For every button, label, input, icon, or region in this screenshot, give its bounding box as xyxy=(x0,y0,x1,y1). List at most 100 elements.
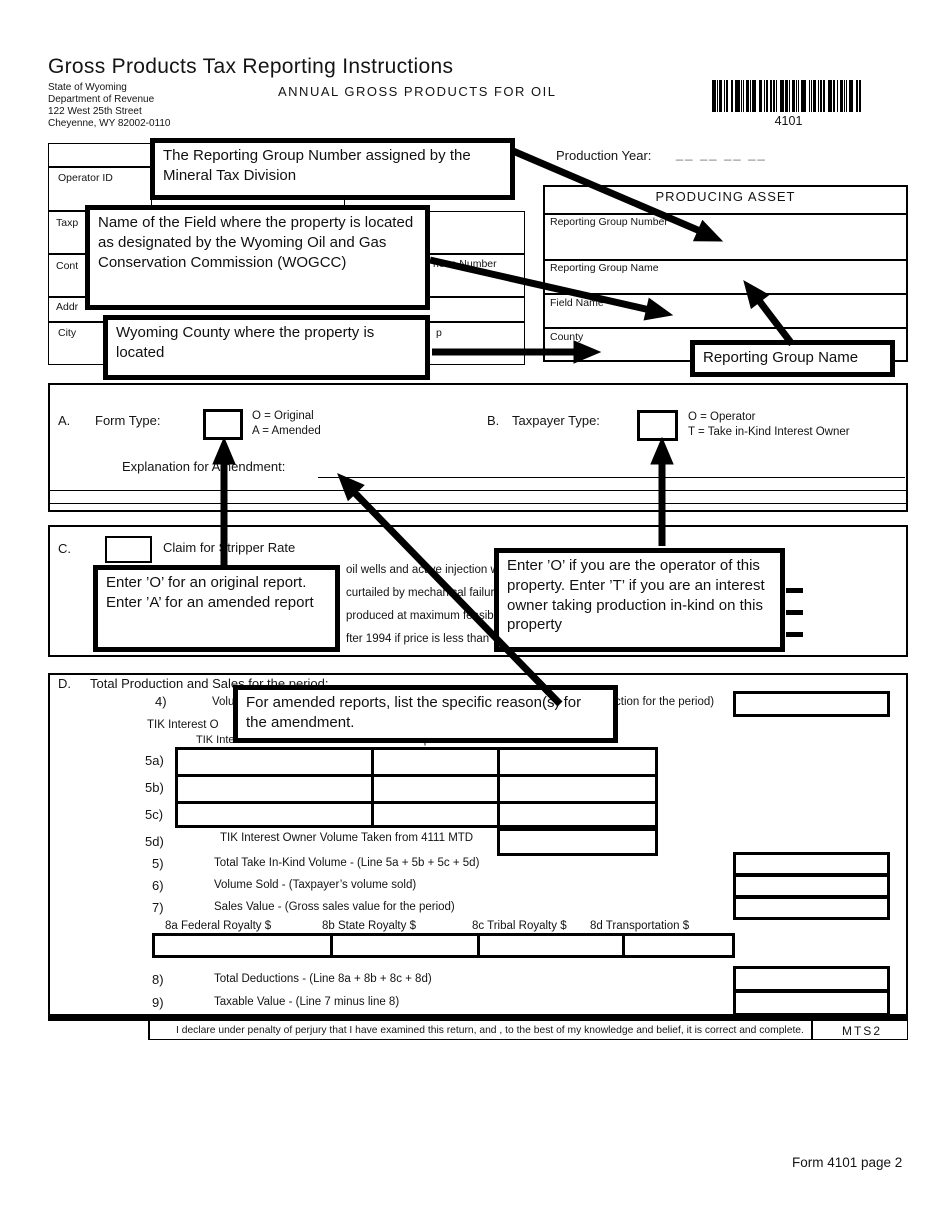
reporting-group-number-label: Reporting Group Number xyxy=(550,216,668,228)
section-b-label: B. xyxy=(487,413,500,428)
callout-form-type: Enter ’O’ for an original report. Enter … xyxy=(93,565,340,652)
deduction-header-8d: 8d Transportation $ xyxy=(590,920,690,932)
line6-label: Volume Sold - (Taxpayer’s volume sold) xyxy=(214,879,417,891)
stripper-rate-checkbox[interactable] xyxy=(105,536,152,563)
cell-8b-state-royalty[interactable] xyxy=(333,936,474,955)
table-divider xyxy=(175,801,658,804)
table-divider xyxy=(175,774,658,777)
barcode-icon xyxy=(712,80,865,112)
blank-line[interactable] xyxy=(48,490,908,492)
tik-cell-5a-name[interactable] xyxy=(178,750,368,772)
taxpayer-type-option-tik: T = Take in-Kind Interest Owner xyxy=(688,426,850,438)
divider xyxy=(543,259,908,261)
deduction-cells-row xyxy=(152,933,735,958)
line8-value-box[interactable] xyxy=(733,966,890,992)
cell-8a-federal-royalty[interactable] xyxy=(155,936,327,955)
form-type-label: Form Type: xyxy=(95,413,161,428)
line7-value-box[interactable] xyxy=(733,896,890,920)
deduction-header-8c: 8c Tribal Royalty $ xyxy=(472,920,567,932)
form-type-option-original: O = Original xyxy=(252,410,314,422)
tik-cell-5c-volume[interactable] xyxy=(500,804,655,826)
row-5a-label: 5a) xyxy=(145,753,164,768)
tik-cell-5a-operator[interactable] xyxy=(374,750,494,772)
stripper-text-fragment: oil wells and active injection w xyxy=(346,564,499,576)
taxpayer-type-option-operator: O = Operator xyxy=(688,411,756,423)
taxpayer-type-checkbox[interactable] xyxy=(637,410,678,441)
line8-label: Total Deductions - (Line 8a + 8b + 8c + … xyxy=(214,973,432,985)
blank-line[interactable] xyxy=(48,503,908,505)
line4-value-box[interactable] xyxy=(733,691,890,717)
divider xyxy=(543,213,908,215)
callout-county: Wyoming County where the property is loc… xyxy=(103,315,430,380)
tik-cell-5b-name[interactable] xyxy=(178,777,368,799)
tik-interest-owner-fragment: TIK Interest O xyxy=(147,719,219,731)
explanation-blank-line[interactable] xyxy=(318,477,905,479)
table-divider xyxy=(497,747,500,828)
taxpayer-label-fragment: Taxp xyxy=(56,217,79,229)
cell-8d-transportation[interactable] xyxy=(625,936,732,955)
callout-amendment: For amended reports, list the specific r… xyxy=(233,685,618,743)
deduction-header-8a: 8a Federal Royalty $ xyxy=(165,920,272,932)
line5d-label: TIK Interest Owner Volume Taken from 411… xyxy=(220,832,474,844)
table-divider xyxy=(371,747,374,828)
line9-number: 9) xyxy=(152,995,164,1010)
line6-value-box[interactable] xyxy=(733,874,890,898)
agency-line: 122 West 25th Street xyxy=(48,106,142,117)
line7-number: 7) xyxy=(152,900,164,915)
phone-number-label-fragment: hone Number xyxy=(433,258,497,270)
line5-value-box[interactable] xyxy=(733,852,890,876)
production-year-blank[interactable]: __ __ __ __ xyxy=(676,146,767,161)
table-divider xyxy=(330,933,333,958)
form-heading: ANNUAL GROSS PRODUCTS FOR OIL xyxy=(278,84,557,99)
row-5c-label: 5c) xyxy=(145,807,164,822)
form-type-option-amended: A = Amended xyxy=(252,425,321,437)
stripper-rate-label: Claim for Stripper Rate xyxy=(163,540,296,555)
line7-label: Sales Value - (Gross sales value for the… xyxy=(214,901,455,913)
contact-label-fragment: Cont xyxy=(56,260,79,272)
address-label-fragment: Addr xyxy=(56,301,79,313)
divider xyxy=(543,327,908,329)
cell-8c-tribal-royalty[interactable] xyxy=(480,936,619,955)
tik-cell-5c-operator[interactable] xyxy=(374,804,494,826)
line9-value-box[interactable] xyxy=(733,990,890,1016)
form-line-fragment xyxy=(786,632,803,637)
callout-field-name: Name of the Field where the property is … xyxy=(85,205,430,310)
declaration-row xyxy=(148,1021,908,1040)
callout-reporting-group-number: The Reporting Group Number assigned by t… xyxy=(150,138,515,200)
divider xyxy=(811,1021,813,1040)
line5d-value-box[interactable] xyxy=(497,828,658,856)
deduction-header-8b: 8b State Royalty $ xyxy=(322,920,416,932)
zip-label-fragment: p xyxy=(436,327,442,339)
callout-form-type-line1: Enter ’O’ for an original report. xyxy=(106,574,307,591)
explanation-label: Explanation for Amendment: xyxy=(122,459,286,474)
line4-label-fragment: Volu xyxy=(212,696,235,708)
tik-cell-5a-volume[interactable] xyxy=(500,750,655,772)
section-c-label: C. xyxy=(58,541,71,556)
tik-cell-5b-volume[interactable] xyxy=(500,777,655,799)
production-year-label: Production Year: xyxy=(556,148,652,163)
declaration-text: I declare under penalty of perjury that … xyxy=(176,1025,804,1036)
reporting-group-name-label: Reporting Group Name xyxy=(550,262,659,274)
mts-code: MTS2 xyxy=(841,1024,882,1038)
agency-line: Department of Revenue xyxy=(48,94,155,105)
tik-cell-5b-operator[interactable] xyxy=(374,777,494,799)
taxpayer-type-label: Taxpayer Type: xyxy=(512,413,600,428)
line5-number: 5) xyxy=(152,856,164,871)
barcode-number: 4101 xyxy=(774,114,803,128)
tik-cell-5c-name[interactable] xyxy=(178,804,368,826)
callout-reporting-group-name: Reporting Group Name xyxy=(690,340,895,377)
table-divider xyxy=(622,933,625,958)
row-5b-label: 5b) xyxy=(145,780,164,795)
form-type-checkbox[interactable] xyxy=(203,409,243,440)
producing-asset-title: PRODUCING ASSET xyxy=(655,189,796,204)
line8-number: 8) xyxy=(152,972,164,987)
line9-label: Taxable Value - (Line 7 minus line 8) xyxy=(214,996,400,1008)
section-bottom-bar xyxy=(48,1014,908,1021)
tik-table xyxy=(175,747,658,828)
page-footer: Form 4101 page 2 xyxy=(792,1155,903,1170)
stripper-text-fragment: fter 1994 if price is less than xyxy=(346,633,490,645)
field-name-label: Field Name xyxy=(550,297,604,309)
stripper-text-fragment: produced at maximum feasibl xyxy=(346,610,497,622)
page-title: Gross Products Tax Reporting Instruction… xyxy=(48,55,454,78)
